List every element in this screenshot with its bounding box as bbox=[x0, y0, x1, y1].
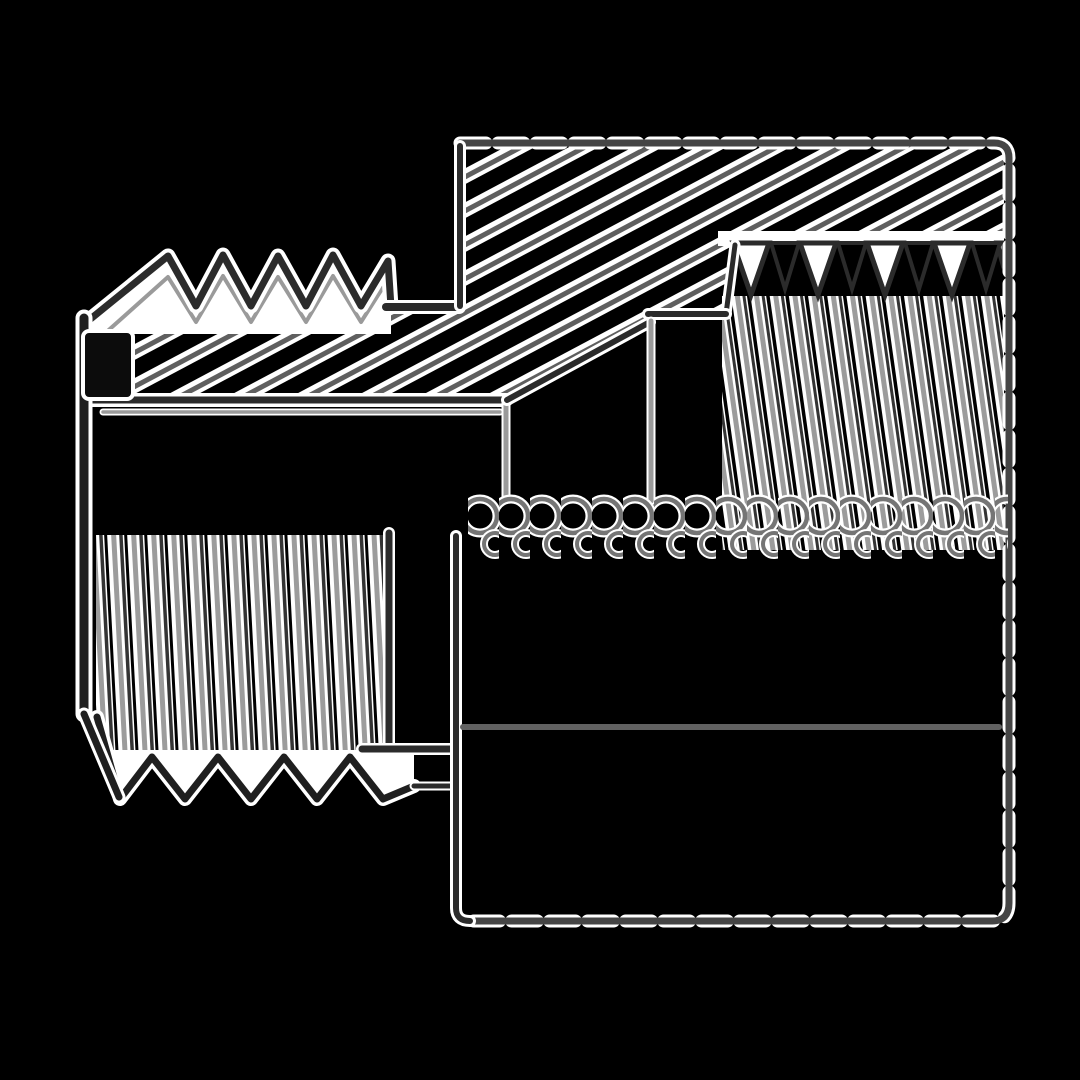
male-root-groove bbox=[139, 756, 165, 799]
male-thread-groove bbox=[345, 259, 377, 305]
internal-thread-groove bbox=[969, 241, 1003, 296]
internal-thread-tooth bbox=[930, 240, 974, 303]
male-thread-groove bbox=[290, 259, 322, 305]
internal-thread-tooth bbox=[729, 240, 773, 303]
internal-thread-groove bbox=[768, 241, 802, 296]
scallop-chain bbox=[468, 492, 1008, 568]
male-thread-groove bbox=[235, 259, 267, 305]
section-hatching: Section hatching of the cut body materia… bbox=[96, 143, 1004, 400]
hatch-region bbox=[96, 143, 1004, 400]
stud-end-section-block bbox=[81, 329, 135, 401]
male-root-groove bbox=[337, 756, 363, 799]
male-root-groove bbox=[205, 756, 231, 799]
internal-thread-tooth bbox=[796, 240, 840, 303]
male-thread-flanks bbox=[96, 535, 394, 756]
internal-thread-groove bbox=[902, 241, 936, 296]
scallop-row bbox=[468, 492, 1008, 568]
male-thread-section: External male thread stud, upper half sh… bbox=[83, 255, 459, 799]
male-thread-groove bbox=[180, 259, 212, 305]
internal-thread-groove bbox=[835, 241, 869, 296]
internal-thread-tooth bbox=[863, 240, 907, 303]
male-root-groove bbox=[271, 756, 297, 799]
internal-thread: Internal female thread inside the body, … bbox=[718, 231, 1007, 550]
